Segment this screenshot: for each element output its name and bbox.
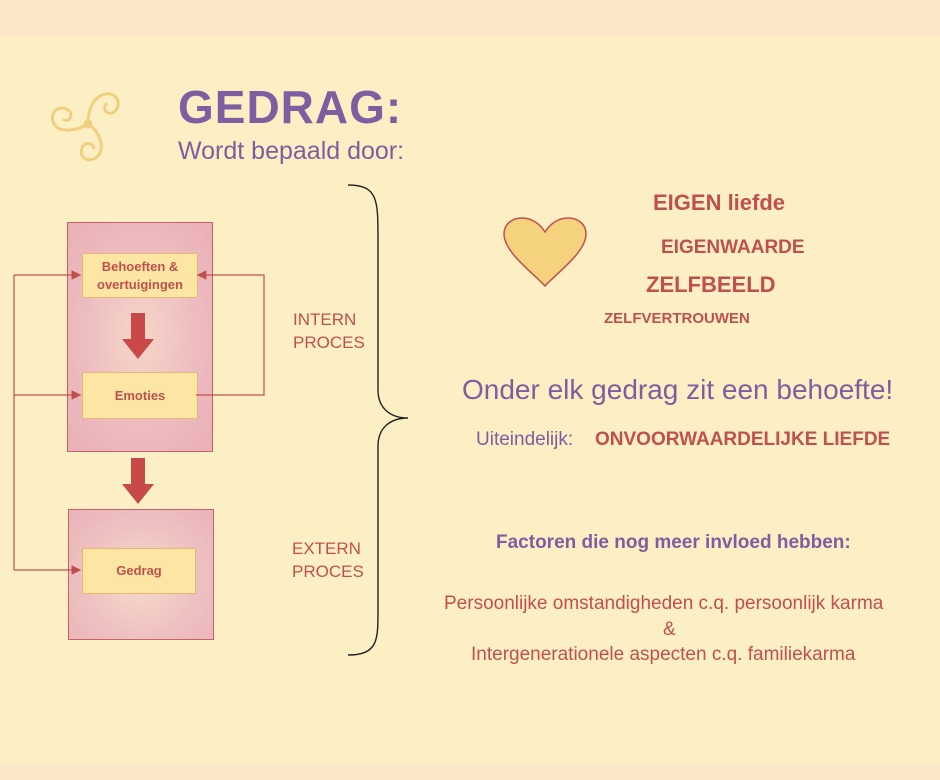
bottom-band: [0, 763, 940, 780]
down-arrow-icon: [122, 458, 154, 504]
top-band: [0, 0, 940, 36]
triskelion-icon: [51, 92, 120, 162]
extern-proces-label: EXTERN PROCES: [292, 539, 364, 581]
factor-intergenerational: Intergenerationele aspecten c.q. familie…: [471, 644, 856, 665]
factor-ampersand: &: [663, 619, 676, 640]
eigenwaarde-text: EIGENWAARDE: [661, 237, 805, 258]
ultimately-value: ONVOORWAARDELIJKE LIEFDE: [595, 429, 891, 450]
zelfbeeld-text: ZELFBEELD: [646, 272, 776, 297]
ultimately-label: Uiteindelijk:: [476, 429, 574, 450]
curly-brace-icon: [347, 184, 409, 656]
page-title: GEDRAG:: [178, 81, 403, 133]
behavior-box: Gedrag: [82, 548, 196, 594]
heart-icon: [503, 217, 587, 288]
zelfvertrouwen-text: ZELFVERTROUWEN: [604, 310, 750, 327]
statement-text: Onder elk gedrag zit een behoefte!: [462, 374, 894, 405]
page-subtitle: Wordt bepaald door:: [178, 137, 405, 165]
intern-proces-label: INTERN PROCES: [293, 310, 365, 352]
factor-personal: Persoonlijke omstandigheden c.q. persoon…: [444, 593, 884, 614]
eigen-liefde-text: EIGEN liefde: [653, 190, 786, 215]
down-arrow-icon: [122, 313, 154, 359]
needs-beliefs-box: Behoeften & overtuigingen: [82, 253, 198, 298]
factors-heading: Factoren die nog meer invloed hebben:: [496, 532, 851, 553]
